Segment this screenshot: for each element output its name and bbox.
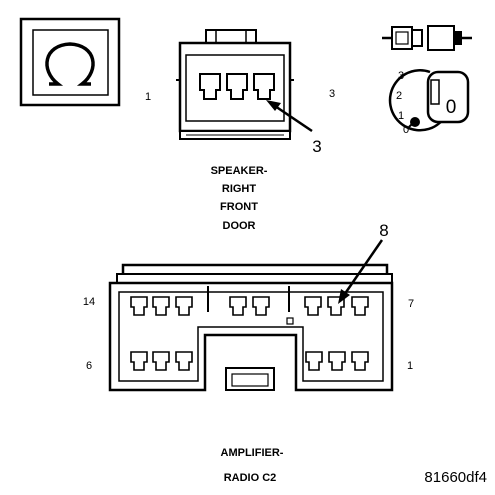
amp-cavity-11 bbox=[229, 296, 247, 316]
amp-cavity-3 bbox=[305, 351, 323, 371]
speaker-callout-line bbox=[271, 102, 313, 133]
key-position-2: 2 bbox=[396, 90, 402, 102]
amp-cavity-1 bbox=[351, 351, 369, 371]
ohmmeter-icon: Ω bbox=[19, 17, 121, 107]
amp-cavity-12 bbox=[175, 296, 193, 316]
amp-cavity-6 bbox=[130, 351, 148, 371]
speaker-pin-left: 1 bbox=[145, 91, 151, 103]
key-position-1: 1 bbox=[398, 110, 404, 122]
amp-cavity-4 bbox=[175, 351, 193, 371]
amp-cavity-2 bbox=[328, 351, 346, 371]
key-label: 0 bbox=[446, 97, 457, 118]
amp-cavity-9 bbox=[304, 296, 322, 316]
amplifier-pin-6: 6 bbox=[86, 360, 92, 372]
key-position-0: 0 bbox=[403, 124, 409, 136]
speaker-callout-arrowhead bbox=[266, 100, 281, 111]
connector-side-view-icon bbox=[382, 25, 472, 51]
ignition-key-icon bbox=[388, 69, 470, 132]
speaker-caption-line-4: DOOR bbox=[223, 220, 256, 232]
amplifier-callout-arrowhead bbox=[338, 289, 350, 304]
speaker-cavity-1 bbox=[199, 73, 221, 100]
amp-cavity-7 bbox=[351, 296, 369, 316]
speaker-cavity-2 bbox=[226, 73, 248, 100]
amplifier-connector bbox=[108, 239, 394, 392]
amplifier-callout-number: 8 bbox=[379, 221, 388, 240]
amplifier-pin-7: 7 bbox=[408, 298, 414, 310]
speaker-caption-line-2: RIGHT bbox=[222, 183, 257, 195]
ohm-symbol bbox=[45, 42, 95, 86]
amp-cavity-13 bbox=[152, 296, 170, 316]
figure-id: 81660df4 bbox=[424, 469, 487, 486]
amplifier-pin-1: 1 bbox=[407, 360, 413, 372]
speaker-pin-right: 3 bbox=[329, 88, 335, 100]
ohm-symbol-text: Ω bbox=[69, 71, 71, 73]
speaker-cavity-3 bbox=[253, 73, 275, 100]
key-position-3: 3 bbox=[398, 70, 404, 82]
amp-cavity-14 bbox=[130, 296, 148, 316]
speaker-connector bbox=[176, 29, 313, 140]
amp-cavity-5 bbox=[152, 351, 170, 371]
speaker-callout-number: 3 bbox=[312, 137, 321, 156]
amplifier-callout-line bbox=[340, 239, 384, 299]
amplifier-pin-14: 14 bbox=[83, 296, 95, 308]
amplifier-caption-line-1: AMPLIFIER- bbox=[221, 447, 284, 459]
speaker-caption-line-3: FRONT bbox=[220, 201, 258, 213]
speaker-caption-line-1: SPEAKER- bbox=[211, 165, 268, 177]
amp-cavity-10 bbox=[252, 296, 270, 316]
amplifier-caption-line-2: RADIO C2 bbox=[224, 472, 277, 484]
